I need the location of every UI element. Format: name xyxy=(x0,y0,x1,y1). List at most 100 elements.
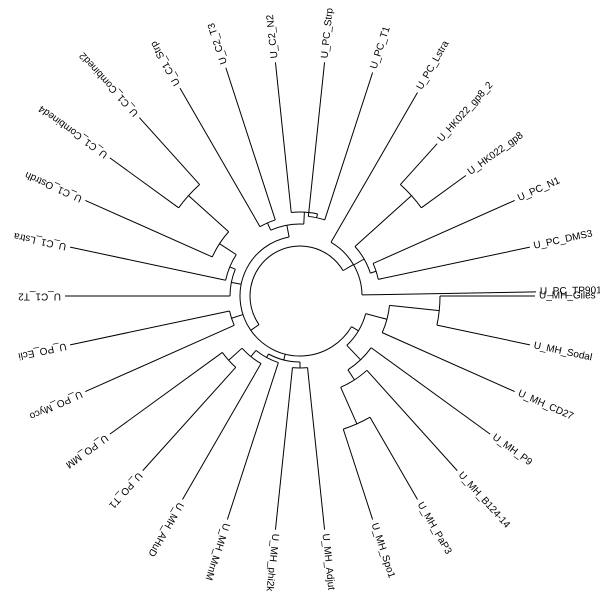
tree-branch xyxy=(70,246,226,281)
tree-arc xyxy=(249,245,344,325)
tree-arc xyxy=(372,263,379,280)
leaf-label-c1comb2: U_C1_Combined2 xyxy=(77,50,141,119)
tree-arc xyxy=(291,211,318,215)
leaf-label-pclstra: U_PC_Lstra xyxy=(415,39,452,92)
tree-branch xyxy=(421,175,467,209)
tree-branch xyxy=(342,264,354,272)
tree-branch xyxy=(324,72,374,221)
leaf-label-b124: U_MH_B124-14 xyxy=(456,470,512,531)
leaf-label-pap3: U_MH_PaP3 xyxy=(415,500,454,556)
tree-branch xyxy=(250,350,257,357)
tree-arc xyxy=(308,215,325,221)
leaf-labels: U_MH_GilesU_MH_SodalU_MH_CD27U_MH_P9U_MH… xyxy=(12,7,600,593)
tree-branch xyxy=(382,332,515,393)
tree-branch xyxy=(342,428,374,520)
leaf-label-c1strp: U_C1_Strp xyxy=(148,39,182,88)
tree-arc xyxy=(400,184,422,209)
leaf-label-pomyco: U_PO_Myco xyxy=(27,388,84,421)
tree-branch xyxy=(228,347,243,361)
tree-branch xyxy=(346,344,361,361)
tree-branch xyxy=(370,347,491,435)
leaf-label-cd27: U_MH_CD27 xyxy=(516,388,575,422)
leaf-label-pomm: U_PO_MM xyxy=(63,432,109,470)
tree-branch xyxy=(188,195,229,233)
tree-arc xyxy=(239,236,352,357)
leaf-label-pct1: U_PC_T1 xyxy=(369,25,393,71)
leaf-label-hk: U_HK022_gp8 xyxy=(466,130,526,178)
tree-arc xyxy=(229,269,236,297)
tree-branch xyxy=(109,157,179,209)
tree-branch xyxy=(353,258,365,266)
leaf-label-c1t2: U_C1_T2 xyxy=(18,291,61,302)
tree-arc xyxy=(221,352,237,368)
tree-branch xyxy=(303,212,305,225)
leaf-label-giles: U_MH_Giles xyxy=(539,291,596,302)
tree-arc xyxy=(211,231,230,258)
leaf-label-adjut: U_MH_Adjut xyxy=(320,533,337,591)
leaf-label-pcdms: U_PC_DMS3 xyxy=(533,228,594,251)
leaf-label-p9: U_MH_P9 xyxy=(490,432,534,468)
tree-branch xyxy=(361,291,536,296)
tree-branch xyxy=(366,369,458,471)
leaf-label-poecli: U_PO_Ecli xyxy=(17,340,67,361)
tree-branch xyxy=(109,352,223,435)
leaf-label-pot1: U_PO_T1 xyxy=(106,470,144,511)
tree-branch xyxy=(283,354,286,361)
leaf-label-pcn1: U_PC_N1 xyxy=(516,175,562,204)
tree-branch xyxy=(347,369,355,381)
leaf-label-hk2: U_HK022_gp8_2 xyxy=(436,80,496,145)
tree-branch xyxy=(266,353,269,358)
tree-branch xyxy=(231,314,244,319)
tree-branch xyxy=(219,243,237,256)
tree-arc xyxy=(178,184,200,209)
tree-branch xyxy=(370,270,377,274)
tree-branch xyxy=(307,367,326,530)
leaf-label-mrnm: U_MH_MrnM xyxy=(203,522,232,582)
tree-branch xyxy=(225,67,276,221)
leaf-label-c2n2: U_C2_N2 xyxy=(265,14,281,59)
tree-branch xyxy=(182,363,262,500)
tree-branch xyxy=(142,367,237,471)
tree-branch xyxy=(354,195,412,247)
tree-branch xyxy=(179,87,261,227)
leaf-label-spo1: U_MH_Spo1 xyxy=(369,522,397,580)
tree-branch xyxy=(274,367,293,530)
tree-branch xyxy=(70,310,230,346)
tree-branch xyxy=(250,324,260,331)
leaf-label-c1ostr: U_C1_Ostrdh xyxy=(24,169,84,204)
tree-branch xyxy=(330,92,418,243)
leaf-label-c1lstra: U_C1_Lstra xyxy=(12,230,67,252)
tree-branch xyxy=(351,326,359,332)
tree-arc xyxy=(225,254,237,281)
leaf-label-ahud: U_MH_AHuD xyxy=(145,500,185,558)
leaf-label-phi2: U_MH_phi2k xyxy=(263,533,280,593)
tree-branch xyxy=(85,199,213,258)
tree-branch xyxy=(340,387,358,425)
tree-branch xyxy=(369,416,418,500)
tree-arc xyxy=(229,310,235,326)
tree-arc xyxy=(381,305,391,333)
tree-branch xyxy=(365,313,388,320)
tree-branch xyxy=(316,213,318,218)
tree-branch xyxy=(231,281,242,285)
tree-branch xyxy=(389,304,440,312)
tree-arc xyxy=(436,295,441,326)
tree-branch xyxy=(226,362,279,520)
leaf-label-sodal: U_MH_Sodal xyxy=(533,340,593,363)
tree-branch xyxy=(399,143,438,185)
leaf-label-c2t3: U_C2_T3 xyxy=(206,21,230,66)
tree-branch xyxy=(229,266,236,270)
leaf-label-pcstrp: U_PC_Strp xyxy=(320,7,336,59)
tree-branch xyxy=(139,117,201,185)
tree-branch xyxy=(274,62,292,213)
tree-branch xyxy=(372,199,515,264)
tree-branch xyxy=(436,324,530,346)
tree-branch xyxy=(286,225,290,238)
tree-branch xyxy=(307,62,326,217)
leaf-label-c1comb4: U_C1_Combined4 xyxy=(36,102,109,160)
tree-branch xyxy=(378,246,530,280)
tree-branch xyxy=(85,324,235,393)
tree-branch xyxy=(267,222,272,231)
